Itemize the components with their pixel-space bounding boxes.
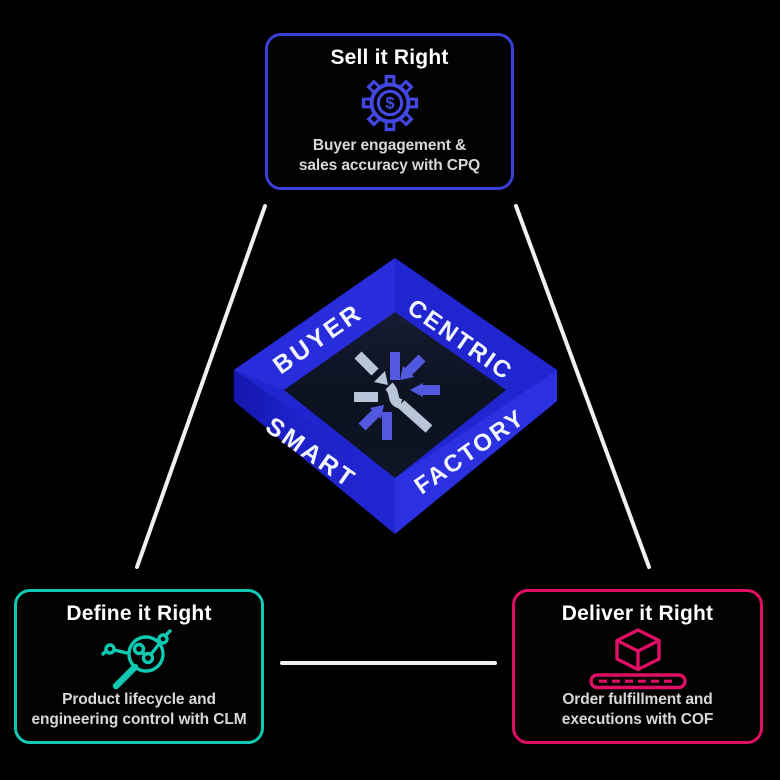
diamond-face-bottom-right xyxy=(395,370,557,534)
smart-factory-diamond: BUYER CENTRIC SMART FACTORY xyxy=(234,258,557,534)
card-description: Product lifecycle and engineering contro… xyxy=(31,691,247,729)
connector-line-right xyxy=(514,204,651,569)
connector-line-left xyxy=(135,204,267,569)
diamond-face-top-right xyxy=(395,258,557,390)
card-description: Order fulfillment and executions with CO… xyxy=(561,691,714,729)
card-title: Deliver it Right xyxy=(561,602,714,625)
asterisk-logo-icon xyxy=(354,351,440,440)
card-title: Sell it Right xyxy=(330,46,449,69)
diamond-face-bottom-left xyxy=(234,370,395,534)
card-sell-it-right: Sell it Right xyxy=(265,33,514,190)
diamond-face-top-left xyxy=(234,258,395,390)
card-deliver-it-right: Deliver it Right Order fulfillment and e… xyxy=(512,589,763,744)
magnifier-nodes-icon xyxy=(100,626,178,690)
card-title: Define it Right xyxy=(66,602,212,625)
card-define-it-right: Define it Right Product li xyxy=(14,589,264,744)
svg-text:$: $ xyxy=(385,95,394,113)
cube-conveyor-icon xyxy=(586,626,690,690)
card-description: Buyer engagement & sales accuracy with C… xyxy=(298,137,481,175)
gear-dollar-icon: $ xyxy=(357,70,423,136)
